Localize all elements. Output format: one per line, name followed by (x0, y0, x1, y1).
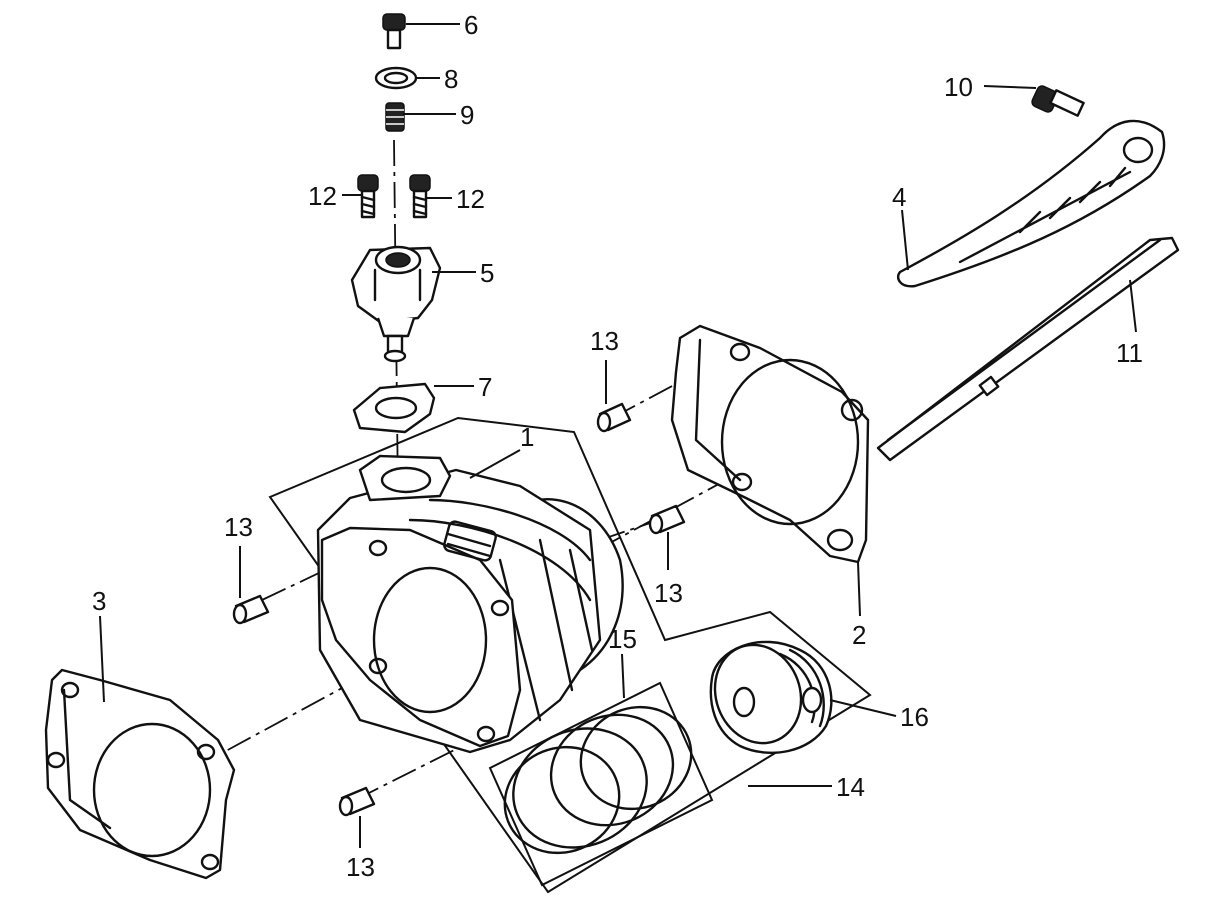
callout-14: 14 (836, 772, 865, 802)
callout-2: 2 (852, 620, 866, 650)
cylinder-assembly-frame (268, 416, 872, 894)
dowel-axis-upper-right (611, 349, 741, 419)
leader-10 (983, 85, 1037, 89)
callout-7: 7 (478, 372, 492, 402)
part-6-bolt (382, 13, 406, 50)
leader-15 (621, 653, 625, 699)
callout-13-left: 13 (224, 512, 253, 542)
leader-2 (857, 561, 861, 617)
part-16-piston (709, 640, 833, 754)
part-12-bolt-left (357, 174, 379, 219)
leader-4 (901, 209, 909, 271)
piston-ring-set-frame (488, 681, 714, 887)
part-2-cylinder-head-gasket (670, 324, 870, 564)
part-13-dowel-pin-mid (648, 504, 686, 535)
callout-3: 3 (92, 586, 106, 616)
leader-16 (829, 699, 897, 717)
part-10-guide-bolt (1031, 85, 1085, 117)
callout-10: 10 (944, 72, 973, 102)
part-8-washer (374, 66, 418, 90)
callout-8: 8 (444, 64, 458, 94)
callout-9: 9 (460, 100, 474, 130)
part-3-cylinder-base-gasket (44, 668, 236, 880)
part-5-cam-chain-tensioner (350, 245, 442, 363)
callout-1: 1 (520, 422, 534, 452)
leader-3 (99, 615, 105, 703)
part-11-cam-chain-slide (876, 236, 1180, 462)
leader-11 (1129, 279, 1137, 333)
part-13-dowel-pin-upper-right (596, 402, 632, 433)
callout-12-right: 12 (456, 184, 485, 214)
part-15-piston-ring-set (503, 705, 693, 855)
part-1-cylinder-block (316, 454, 624, 754)
part-4-cam-chain-guide (896, 119, 1166, 288)
callout-6: 6 (464, 10, 478, 40)
callout-12-left: 12 (308, 181, 337, 211)
callout-16: 16 (900, 702, 929, 732)
callout-5: 5 (480, 258, 494, 288)
callout-4: 4 (892, 182, 906, 212)
dowel-axis-lower (354, 731, 491, 801)
callout-13-mid: 13 (654, 578, 683, 608)
part-12-bolt-right (409, 174, 431, 219)
callout-13-upper: 13 (590, 326, 619, 356)
part-7-tensioner-gasket (352, 382, 436, 434)
part-9-spring (385, 102, 405, 132)
callout-13-bottom: 13 (346, 852, 375, 882)
callout-11: 11 (1116, 338, 1143, 368)
leader-1 (469, 449, 521, 479)
part-13-dowel-pin-left (232, 594, 270, 625)
part-13-dowel-pin-bottom (338, 786, 376, 817)
callout-15: 15 (608, 624, 637, 654)
